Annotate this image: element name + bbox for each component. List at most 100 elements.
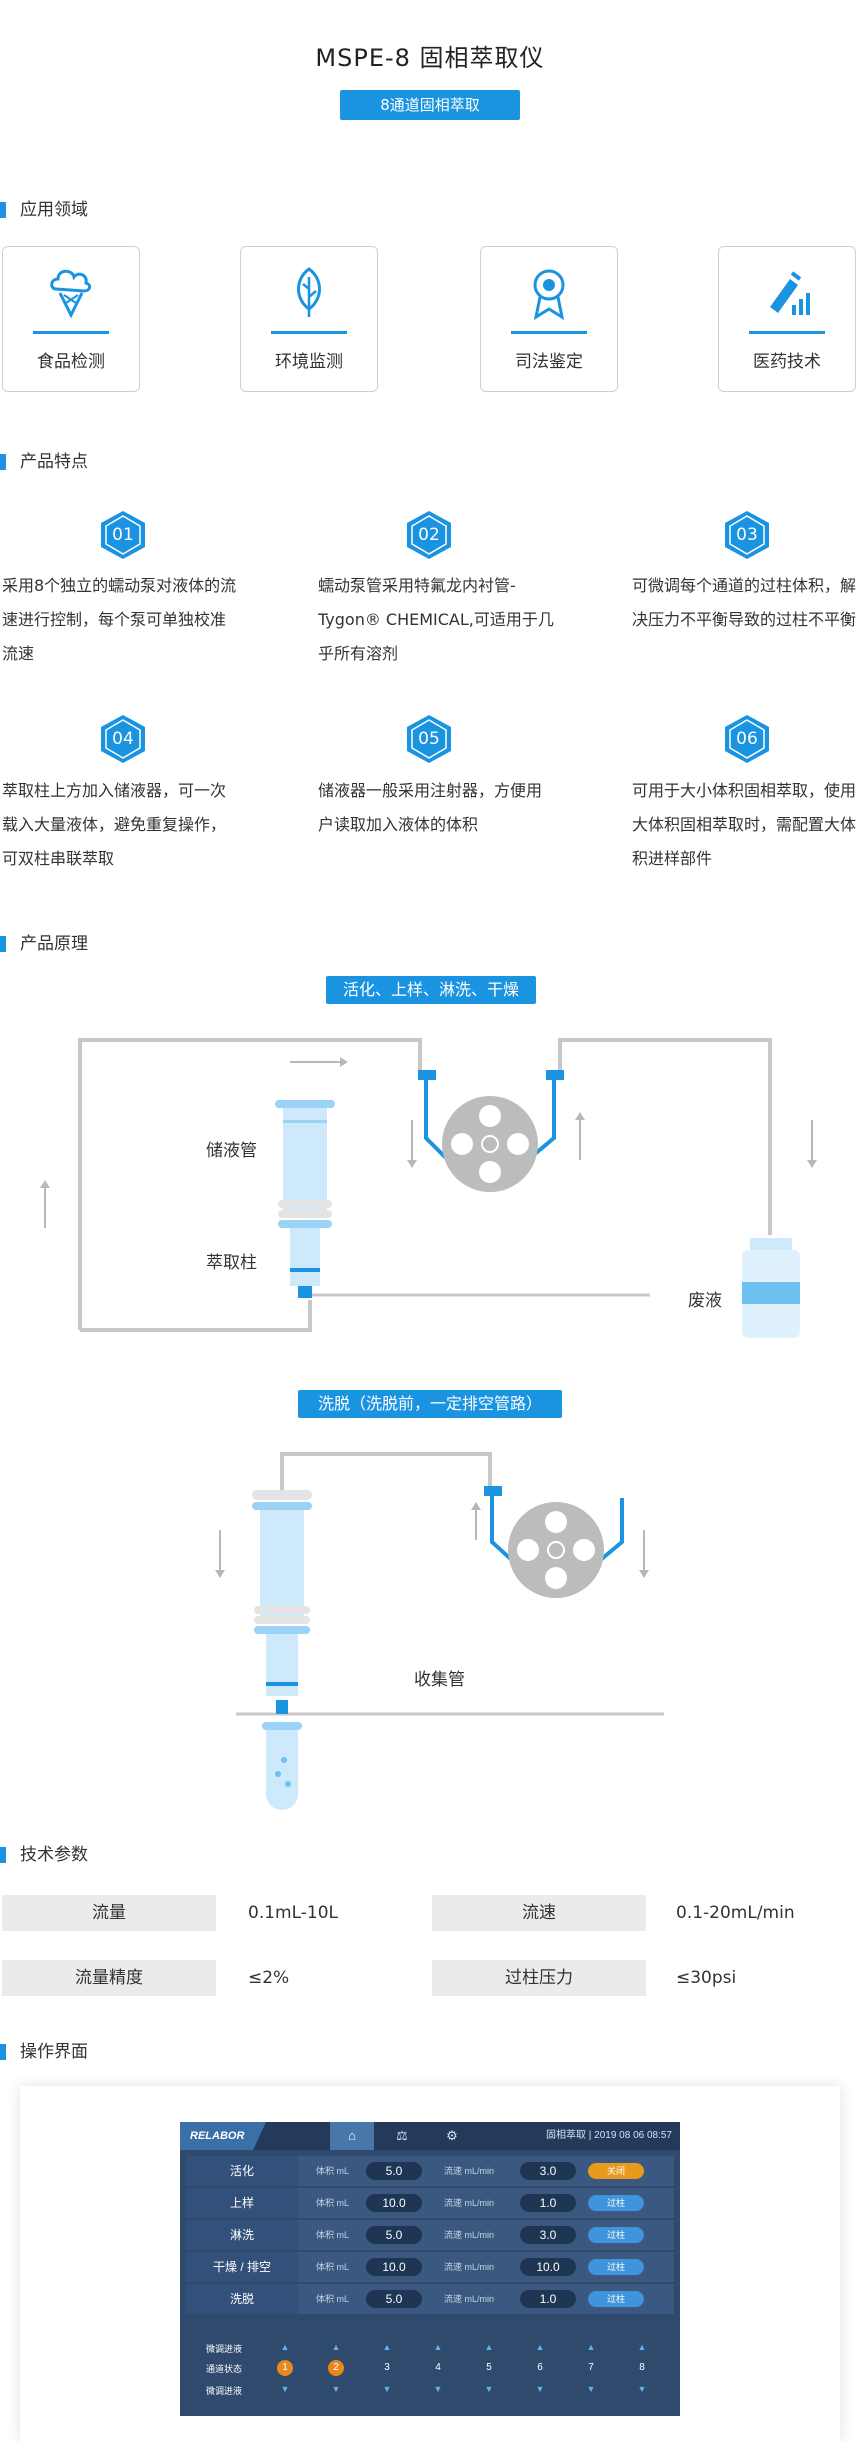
channel-status[interactable]: 7 bbox=[588, 2362, 594, 2373]
step-name: 干燥 / 排空 bbox=[186, 2252, 298, 2282]
feature-number-badge: 05 bbox=[406, 714, 452, 764]
leaf-icon bbox=[241, 265, 377, 321]
gear-icon[interactable]: ⚙ bbox=[446, 2128, 458, 2143]
adjust-up-arrow[interactable]: ▲ bbox=[433, 2342, 443, 2352]
speed-input[interactable]: 1.0 bbox=[520, 2290, 576, 2308]
spec-key: 流速 bbox=[432, 1895, 646, 1931]
adjust-up-arrow[interactable]: ▲ bbox=[484, 2342, 494, 2352]
feature-number: 06 bbox=[736, 729, 758, 749]
application-card-forensics[interactable]: 司法鉴定 bbox=[480, 246, 618, 392]
speed-input[interactable]: 3.0 bbox=[520, 2162, 576, 2180]
adjust-down-arrow[interactable]: ▼ bbox=[433, 2384, 443, 2394]
balance-icon[interactable]: ⚖ bbox=[396, 2128, 408, 2143]
volume-input[interactable]: 5.0 bbox=[366, 2162, 422, 2180]
spec-value: ≤2% bbox=[248, 1968, 290, 1988]
channel-status[interactable]: 8 bbox=[639, 2362, 645, 2373]
channel-status-active[interactable]: 2 bbox=[328, 2360, 344, 2376]
feature-number-badge: 02 bbox=[406, 510, 452, 560]
run-column-button[interactable]: 过柱 bbox=[588, 2259, 644, 2275]
application-card-food[interactable]: 食品检测 bbox=[2, 246, 140, 392]
adjust-down-arrow[interactable]: ▼ bbox=[382, 2384, 392, 2394]
award-medal-icon bbox=[481, 265, 617, 321]
spec-key: 流量精度 bbox=[2, 1960, 216, 1996]
label-collector: 收集管 bbox=[414, 1670, 465, 1690]
feature-number: 01 bbox=[112, 525, 134, 545]
feature-text: 储液器一般采用注射器，方便用户读取加入液体的体积 bbox=[318, 781, 543, 834]
diagram-elution bbox=[215, 1452, 664, 1810]
section-title-application: 应用领域 bbox=[0, 200, 88, 220]
section-title-interface: 操作界面 bbox=[0, 2042, 88, 2062]
step-row-activation: 活化 体积 mL 5.0 流速 mL/min 3.0 关闭 bbox=[186, 2156, 674, 2186]
volume-input[interactable]: 5.0 bbox=[366, 2226, 422, 2244]
step-name: 活化 bbox=[186, 2156, 298, 2186]
speed-input[interactable]: 10.0 bbox=[520, 2258, 576, 2276]
channel-status-active[interactable]: 1 bbox=[277, 2360, 293, 2376]
home-icon[interactable]: ⌂ bbox=[330, 2122, 374, 2150]
label-waste: 废液 bbox=[688, 1291, 722, 1311]
adjust-down-label: 微调进液 bbox=[206, 2386, 243, 2396]
label-column: 萃取柱 bbox=[206, 1253, 257, 1273]
section-title-features: 产品特点 bbox=[0, 452, 88, 472]
volume-input[interactable]: 5.0 bbox=[366, 2290, 422, 2308]
section-title-specs: 技术参数 bbox=[0, 1845, 88, 1865]
application-label: 食品检测 bbox=[37, 352, 105, 372]
spec-value: 0.1-20mL/min bbox=[676, 1903, 795, 1923]
card-underline bbox=[749, 331, 825, 334]
speed-label: 流速 mL/min bbox=[444, 2166, 495, 2176]
volume-label: 体积 mL bbox=[316, 2230, 350, 2240]
application-card-environment[interactable]: 环境监测 bbox=[240, 246, 378, 392]
volume-input[interactable]: 10.0 bbox=[366, 2194, 422, 2212]
feature-number: 03 bbox=[736, 525, 758, 545]
application-label: 医药技术 bbox=[753, 352, 821, 372]
channel-status[interactable]: 4 bbox=[435, 2362, 441, 2373]
feature-number: 02 bbox=[418, 525, 440, 545]
feature-text: 采用8个独立的蠕动泵对液体的流速进行控制，每个泵可单独校准流速 bbox=[2, 576, 237, 663]
adjust-up-arrow[interactable]: ▲ bbox=[535, 2342, 545, 2352]
spec-key: 流量 bbox=[2, 1895, 216, 1931]
diagram-title-activation: 活化、上样、淋洗、干燥 bbox=[326, 976, 536, 1004]
adjust-down-arrow[interactable]: ▼ bbox=[331, 2384, 341, 2394]
run-column-button[interactable]: 过柱 bbox=[588, 2195, 644, 2211]
adjust-down-arrow[interactable]: ▼ bbox=[637, 2384, 647, 2394]
speed-input[interactable]: 3.0 bbox=[520, 2226, 576, 2244]
page-subtitle-badge: 8通道固相萃取 bbox=[340, 90, 520, 120]
adjust-down-arrow[interactable]: ▼ bbox=[484, 2384, 494, 2394]
channel-status-label: 通道状态 bbox=[206, 2364, 243, 2374]
adjust-down-arrow[interactable]: ▼ bbox=[586, 2384, 596, 2394]
card-underline bbox=[33, 331, 109, 334]
label-reservoir: 储液管 bbox=[206, 1141, 257, 1161]
screen-header: RELABOR ⌂ ⚖ ⚙ 固相萃取 | 2019 08 06 08:57 bbox=[180, 2122, 680, 2150]
step-name: 洗脱 bbox=[186, 2284, 298, 2314]
adjust-up-arrow[interactable]: ▲ bbox=[331, 2342, 341, 2352]
adjust-down-arrow[interactable]: ▼ bbox=[280, 2384, 290, 2394]
volume-label: 体积 mL bbox=[316, 2262, 350, 2272]
volume-input[interactable]: 10.0 bbox=[366, 2258, 422, 2276]
adjust-up-label: 微调进液 bbox=[206, 2344, 243, 2354]
close-button[interactable]: 关闭 bbox=[588, 2163, 644, 2179]
adjust-up-arrow[interactable]: ▲ bbox=[382, 2342, 392, 2352]
channel-status[interactable]: 3 bbox=[384, 2362, 390, 2373]
feature-text: 可用于大小体积固相萃取，使用大体积固相萃取时，需配置大体积进样部件 bbox=[632, 781, 857, 868]
channel-status[interactable]: 6 bbox=[537, 2362, 543, 2373]
feature-number-badge: 03 bbox=[724, 510, 770, 560]
adjust-down-arrow[interactable]: ▼ bbox=[535, 2384, 545, 2394]
spec-value: 0.1mL-10L bbox=[248, 1903, 339, 1923]
application-card-medicine[interactable]: 医药技术 bbox=[718, 246, 856, 392]
step-row-elution: 洗脱 体积 mL 5.0 流速 mL/min 1.0 过柱 bbox=[186, 2284, 674, 2314]
volume-label: 体积 mL bbox=[316, 2166, 350, 2176]
application-label: 司法鉴定 bbox=[515, 352, 583, 372]
feature-text: 蠕动泵管采用特氟龙内衬管-Tygon® CHEMICAL,可适用于几乎所有溶剂 bbox=[318, 576, 554, 663]
run-column-button[interactable]: 过柱 bbox=[588, 2227, 644, 2243]
card-underline bbox=[511, 331, 587, 334]
speed-input[interactable]: 1.0 bbox=[520, 2194, 576, 2212]
adjust-up-arrow[interactable]: ▲ bbox=[637, 2342, 647, 2352]
syringe-chart-icon bbox=[719, 265, 855, 321]
step-row-washing: 淋洗 体积 mL 5.0 流速 mL/min 3.0 过柱 bbox=[186, 2220, 674, 2250]
speed-label: 流速 mL/min bbox=[444, 2198, 495, 2208]
adjust-up-arrow[interactable]: ▲ bbox=[280, 2342, 290, 2352]
channel-status[interactable]: 5 bbox=[486, 2362, 492, 2373]
diagram-activation bbox=[40, 1038, 817, 1338]
adjust-up-arrow[interactable]: ▲ bbox=[586, 2342, 596, 2352]
run-column-button[interactable]: 过柱 bbox=[588, 2291, 644, 2307]
diagram-title-elution: 洗脱（洗脱前，一定排空管路） bbox=[298, 1390, 562, 1418]
